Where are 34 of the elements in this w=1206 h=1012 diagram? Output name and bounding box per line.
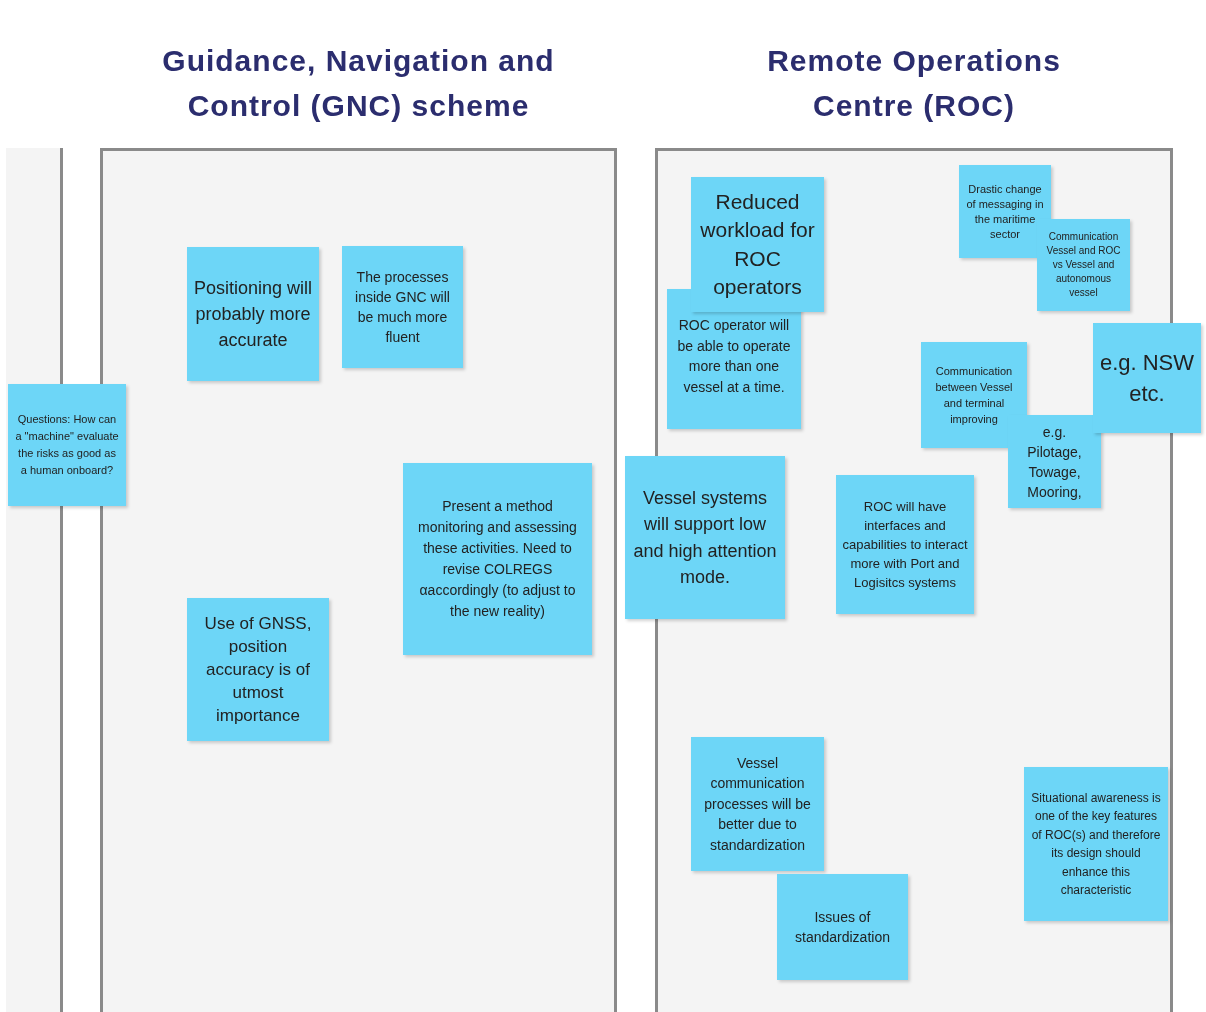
note-text: e.g. Pilotage, Towage, Mooring, <box>1026 422 1083 502</box>
sticky-note <box>625 456 785 619</box>
note-text: Positioning will probably more accurate <box>193 277 313 352</box>
note-text: Communication between Vessel and terminal improving <box>934 364 1014 427</box>
sticky-note <box>342 246 463 368</box>
sticky-note <box>777 874 908 980</box>
sticky-note <box>836 475 974 614</box>
note-text: Vessel systems will support low and high attention mode. <box>632 486 778 589</box>
sticky-note <box>187 598 329 741</box>
note-text: Questions: How can a "machine" evaluate the risks as good as a human onboard? <box>14 412 120 478</box>
note-text: Communication Vessel and ROC vs Vessel and autonomous vessel <box>1045 230 1122 300</box>
note-text: Reduced workload for ROC operators <box>699 188 816 300</box>
note-text: Use of GNSS, position accuracy is of utmost importance <box>203 613 313 727</box>
sticky-note <box>691 177 824 312</box>
note-text: ROC will have interfaces and capabilities to interact more with Port and Logisitcs systems <box>842 498 968 592</box>
sticky-note <box>8 384 126 506</box>
note-text: Issues of standardization <box>794 908 891 947</box>
sticky-note <box>403 463 592 655</box>
sticky-note <box>691 737 824 871</box>
note-text: Vessel communication processes will be better due to standardization <box>703 753 812 855</box>
sticky-note <box>1037 219 1130 311</box>
sticky-note <box>1093 323 1201 433</box>
panel-title: Guidance, Navigation and Control (GNC) scheme <box>161 43 556 124</box>
sticky-note <box>1024 767 1168 921</box>
note-text: The processes inside GNC will be much more fluent <box>354 268 451 347</box>
sticky-note <box>921 342 1027 448</box>
note-text: Drastic change of messaging in the maritime sector <box>965 181 1045 242</box>
note-text: Situational awareness is one of the key features of ROC(s) and therefore its design should enhance this characteristic <box>1030 789 1162 899</box>
note-text: e.g. NSW etc. <box>1099 349 1195 408</box>
note-text: ROC operator will be able to operate more than one vessel at a time. <box>676 316 792 397</box>
panel-title: Remote Operations Centre (ROC) <box>766 43 1062 124</box>
sticky-note <box>1008 415 1101 508</box>
note-text: Present a method monitoring and assessing these activities. Need to revise COLREGS αaccordingly (to adjust to the new reality) <box>417 497 578 621</box>
sticky-note <box>187 247 319 381</box>
